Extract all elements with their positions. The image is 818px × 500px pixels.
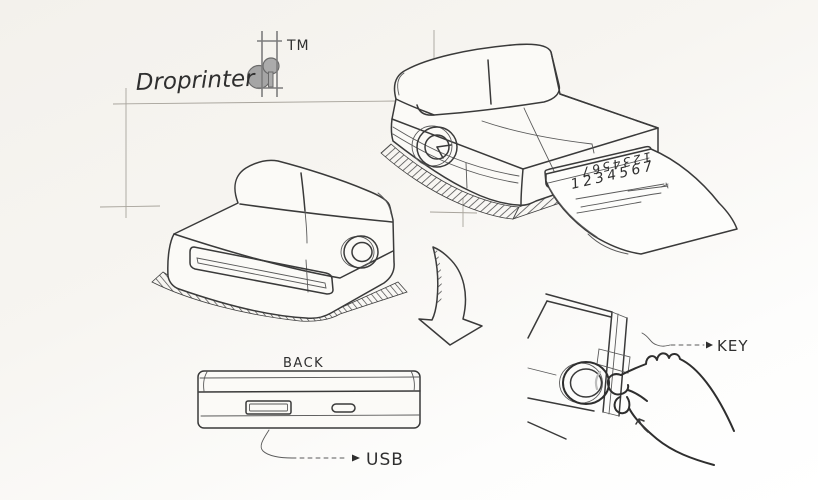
- paper-scribble-lines: [575, 182, 669, 214]
- triangle-arrow-icon: [352, 454, 360, 462]
- small-printer-knob: [340, 235, 379, 269]
- usb-callout: USB: [260, 429, 404, 470]
- brand-logo: Droprinter TM: [135, 31, 309, 97]
- trademark-label: TM: [286, 38, 310, 54]
- key-knob: [559, 361, 610, 405]
- large-printer-knob: [411, 125, 458, 168]
- curved-down-arrow-icon: [418, 246, 483, 346]
- leader-line-key: [641, 332, 671, 347]
- paper-printout: 1234567 1234567: [545, 148, 738, 255]
- key-callout: KEY: [641, 332, 748, 355]
- key-label: KEY: [717, 337, 748, 355]
- leader-line-usb: [260, 429, 293, 459]
- construction-lines: [99, 30, 478, 227]
- knob-bracket: [596, 348, 631, 374]
- device-corner-wall: [527, 293, 631, 440]
- usb-port: [245, 400, 292, 415]
- usb-label: USB: [366, 450, 404, 470]
- large-printer-sketch: 1234567 1234567: [380, 43, 738, 255]
- triangle-arrow-icon: [706, 341, 713, 349]
- power-slot: [331, 403, 356, 413]
- small-printer-body: [167, 159, 395, 319]
- key-view-sketch: KEY: [527, 293, 748, 466]
- back-view-sketch: BACK USB: [197, 356, 421, 470]
- droplet-pin-in-frame-icon: [246, 31, 283, 97]
- hand-sketch: [594, 352, 735, 466]
- back-view-label: BACK: [283, 356, 324, 371]
- small-printer-paper-slot: [189, 246, 334, 295]
- brand-name: Droprinter: [135, 66, 256, 96]
- small-printer-sketch: [151, 159, 408, 322]
